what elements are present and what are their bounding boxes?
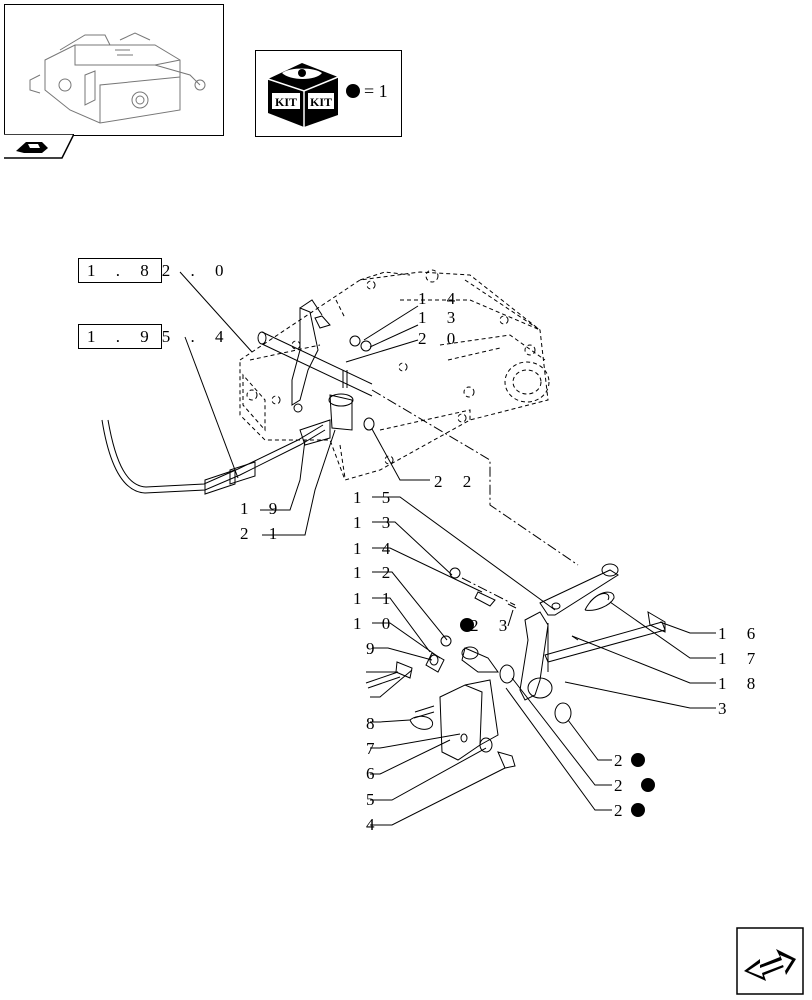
control-cable (101, 419, 331, 495)
callout-2-lower-text: 2 (614, 801, 631, 820)
section-tab[interactable] (4, 133, 76, 160)
kit-icon: KIT KIT (267, 63, 339, 127)
kit-equation: = 1 (346, 81, 388, 102)
kit-dot-icon (630, 803, 645, 817)
callout-2-upper: 2 (614, 752, 645, 769)
callout-16: 1 6 (718, 624, 764, 643)
callout-21: 2 1 (240, 524, 286, 543)
callout-10: 1 0 (353, 614, 399, 633)
ref-1-82-0-rest: 2 . 0 (161, 261, 232, 280)
callout-6: 6 (366, 764, 383, 783)
callout-4: 4 (366, 815, 383, 834)
kit-equals-text: = 1 (364, 81, 388, 101)
upper-lever-assembly (257, 299, 375, 431)
leader-lines (179, 271, 716, 826)
housing-outline (239, 269, 550, 481)
callout-17: 1 7 (718, 649, 764, 668)
lower-lever-assembly (365, 563, 666, 769)
callout-18: 1 8 (718, 674, 764, 693)
callout-7: 7 (366, 739, 383, 758)
kit-dot-icon (630, 753, 645, 767)
callout-8: 8 (366, 714, 383, 733)
section-tab-icon (4, 133, 76, 159)
callout-12: 1 2 (353, 563, 399, 582)
ref-1-82-0-box: 1 . 8 (78, 258, 162, 283)
ref-1-95-4-box: 1 . 9 (78, 324, 162, 349)
callout-19: 1 9 (240, 499, 286, 518)
kit-legend: KIT KIT = 1 (255, 50, 402, 137)
callout-2-upper-text: 2 (614, 751, 631, 770)
callout-11: 1 1 (353, 589, 399, 608)
kit-label-right: KIT (310, 95, 332, 109)
kit-dot-icon (641, 778, 656, 792)
callout-23-text: 2 3 (470, 616, 516, 635)
callout-13: 1 3 (418, 308, 464, 327)
callout-22: 2 2 (434, 472, 480, 491)
callout-2-lower: 2 (614, 802, 645, 819)
callout-9: 9 (366, 639, 383, 658)
callout-24: 2 4 (614, 777, 656, 794)
callout-14: 1 4 (418, 289, 464, 308)
callout-23: 2 3 (460, 617, 515, 634)
callout-15: 1 5 (353, 488, 399, 507)
ref-1-95-4-rest: 5 . 4 (161, 327, 232, 346)
thumbnail-assembly-icon (29, 32, 206, 124)
callout-20: 2 0 (418, 329, 464, 348)
kit-label-left: KIT (275, 95, 297, 109)
kit-dot-icon (460, 618, 474, 632)
callout-5: 5 (366, 790, 383, 809)
callout-14-lower: 1 4 (353, 539, 399, 558)
callout-3: 3 (718, 699, 735, 718)
next-page-arrow-icon (736, 927, 804, 995)
kit-dot-icon (346, 84, 360, 98)
callout-13-lower: 1 3 (353, 513, 399, 532)
assembly-thumbnail (4, 4, 224, 136)
next-page-button[interactable] (736, 927, 804, 995)
